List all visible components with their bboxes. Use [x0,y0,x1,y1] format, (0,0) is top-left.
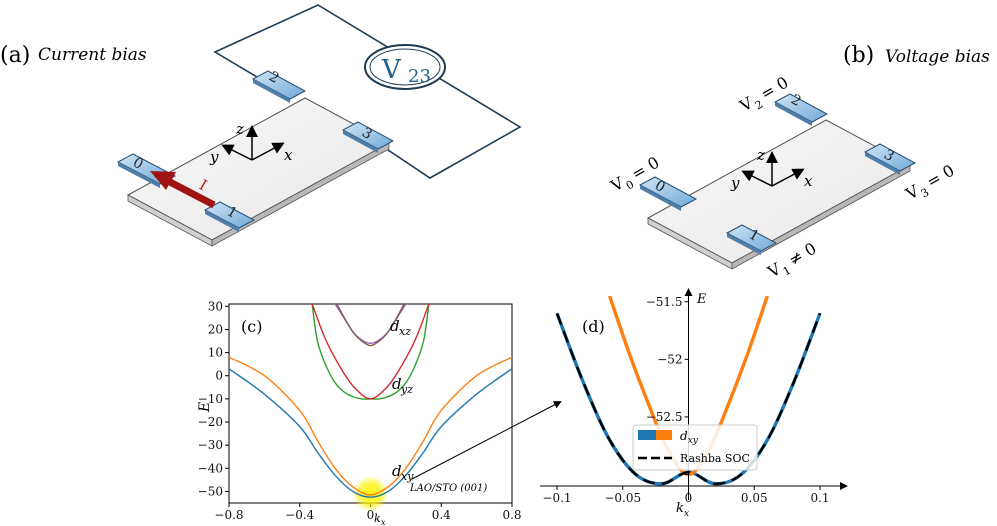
d-xtick-label: 0.1 [810,491,829,505]
svg-text:xz: xz [399,325,411,338]
svg-text:V: V [736,93,757,116]
legend-dxy: dxy [680,429,699,446]
axis-y-label-b: y [730,174,740,192]
legend-swatch-orange [656,430,672,440]
c-xtick-label: −0.8 [214,508,243,522]
plot-c-ylabel: E [197,402,213,413]
panel-a-label: (a) [0,43,30,68]
d-xtick-label: 0 [685,491,693,505]
c-ytick-label: 10 [208,346,223,360]
v2-label: V 2 = 0 [736,73,792,116]
d-ytick-label: −52 [657,352,682,366]
plot-c-ticks: −0.8 −0.4 0 0.4 0.8 −50 −40 −30 −20 −10 0 10 20 30 [198,299,522,522]
c-ytick-label: 20 [208,322,223,336]
svg-text:V: V [607,173,628,196]
voltmeter-subscript: 23 [408,66,431,87]
plot-d-label: (d) [582,317,605,336]
axis-y-label: y [209,148,219,166]
c-series-1 [229,356,512,496]
panel-a: (a) Current bias V 23 0 1 [0,4,522,247]
axis-z-label-b: z [756,146,765,164]
svg-text:d: d [392,462,402,480]
d-xtick-label: −0.05 [604,491,641,505]
panel-d: −0.1 −0.05 0 0.05 0.1 −52.5 −52 −51.5 (d) E k x… [540,288,848,519]
svg-text:yz: yz [400,383,413,396]
contact-b-3: 3 [863,143,917,175]
c-xtick-label: 0.4 [432,508,451,522]
c-ytick-label: −10 [198,392,223,406]
annot-dxz: d xz [390,317,411,338]
svg-text:x: x [684,509,689,519]
legend-rashba: Rashba SOC [680,452,750,465]
contact-b-2: 2 [773,92,829,126]
svg-text:= 0: = 0 [923,161,957,192]
c-ytick-label: 0 [215,369,223,383]
svg-text:d: d [392,375,402,393]
plot-c-frame [228,303,513,504]
hall-bar-slab [126,97,391,247]
plot-d-xlabel: k x [676,501,689,519]
c-xtick-label: 0.8 [502,508,521,522]
axes-triad-a: z x y [209,120,293,166]
c-series-3 [311,304,430,400]
panel-c: −0.8 −0.4 0 0.4 0.8 −50 −40 −30 −20 −10 0 10 20 30 (c… [197,299,522,526]
c-ytick-label: −20 [198,415,223,429]
contact-3: 3 [341,121,395,153]
d-xtick-label: 0.05 [741,491,768,505]
plot-d-axes: −0.1 −0.05 0 0.05 0.1 −52.5 −52 −51.5 [540,288,848,505]
panel-b: (b) Voltage bias 0 1 2 3 [607,43,991,282]
voltmeter: V 23 [364,44,446,90]
svg-text:x: x [381,518,386,526]
annot-dxy: d xy [392,462,414,483]
c-ytick-label: −50 [198,484,223,498]
axis-z-label: z [235,120,244,138]
axes-triad-b: z x y [730,146,813,192]
d-ytick-label: −51.5 [646,295,683,309]
axis-x-label: x [284,146,293,164]
plot-c-series [229,304,512,512]
axis-x-label-b: x [804,172,813,190]
contact-b-1: 1 [725,224,778,255]
contact-b-0: 0 [638,176,698,211]
c-series-5 [336,304,405,347]
contact-1: 1 [203,201,256,232]
svg-text:V: V [764,259,785,282]
svg-text:≠ 0: ≠ 0 [785,239,819,270]
zoom-arrow [411,401,562,480]
d-ytick-label: −52.5 [646,410,683,424]
c-ytick-label: −40 [198,461,223,475]
panel-b-label: (b) [843,43,874,68]
plot-c-xlabel: k x [374,512,386,526]
svg-text:xy: xy [401,470,414,483]
d-xtick-label: −0.1 [542,491,571,505]
c-ytick-label: −30 [198,438,223,452]
c-xtick-label: 0 [367,508,375,522]
plot-d-ylabel: E [696,292,707,307]
svg-text:k: k [676,501,684,516]
annot-dyz: d yz [392,375,413,396]
c-series-0 [229,368,512,498]
svg-text:k: k [374,512,381,525]
svg-text:d: d [390,317,400,335]
c-ytick-label: 30 [208,299,223,313]
material-label: LAO/STO (001) [409,483,487,494]
plot-d-legend: dxy Rashba SOC [632,424,758,471]
contact-2: 2 [251,69,307,103]
panel-a-title: Current bias [38,45,147,65]
band-minimum-highlight [352,475,389,512]
svg-text:V: V [902,181,923,204]
plot-c-label: (c) [241,317,262,336]
legend-swatch-blue [638,430,656,440]
voltmeter-symbol: V [381,55,402,85]
c-xtick-label: −0.4 [285,508,315,522]
panel-b-title: Voltage bias [885,47,990,67]
